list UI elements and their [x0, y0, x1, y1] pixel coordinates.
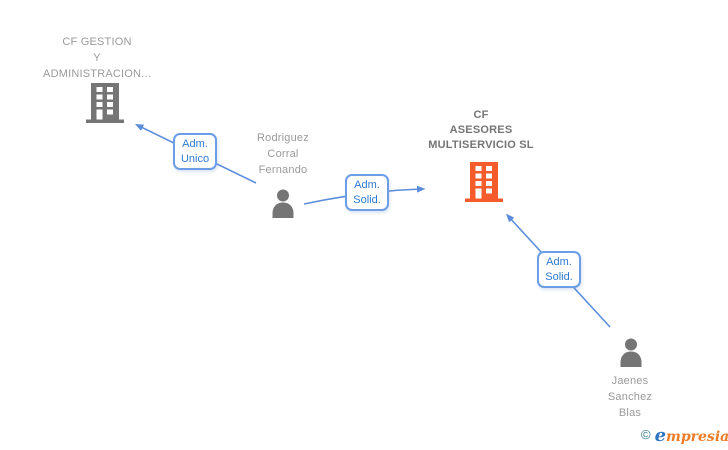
person2-line3: Blas — [618, 407, 642, 419]
edge2-line2: Solid. — [353, 194, 381, 206]
person1-line3: Fernando — [258, 164, 308, 176]
copyright-symbol: © — [641, 427, 651, 442]
logo-letter-e: e — [654, 425, 667, 446]
node-label-person2[interactable]: Jaenes Sanchez Blas — [560, 373, 700, 421]
node-label-company2[interactable]: CF ASESORES MULTISERVICIO SL — [401, 108, 561, 153]
company1-line3: ADMINISTRACION... — [43, 68, 151, 80]
person-icon[interactable] — [616, 337, 646, 367]
company1-line2: Y — [93, 52, 101, 64]
edge1-line2: Unico — [180, 153, 210, 165]
node-label-company1[interactable]: CF GESTION Y ADMINISTRACION... — [27, 34, 167, 82]
company1-line1: CF GESTION — [62, 36, 132, 48]
building-icon[interactable] — [86, 83, 124, 123]
person-icon[interactable] — [268, 188, 298, 218]
empresia-logo[interactable]: ©empresia — [641, 425, 728, 447]
person1-line2: Corral — [267, 148, 299, 160]
edge-label-adm-solid-1: Adm. Solid. — [345, 174, 389, 211]
company2-line1: CF — [473, 109, 489, 121]
edge3-line1: Adm. — [546, 256, 572, 268]
person2-line1: Jaenes — [611, 375, 649, 387]
person2-line2: Sanchez — [607, 391, 653, 403]
building-icon[interactable] — [465, 162, 503, 202]
edge2-line1: Adm. — [354, 179, 380, 191]
person1-line1: Rodriguez — [257, 132, 309, 144]
edge-label-adm-unico: Adm. Unico — [173, 133, 217, 170]
edge1-line1: Adm. — [182, 138, 208, 150]
node-label-person1[interactable]: Rodriguez Corral Fernando — [213, 130, 353, 178]
company2-line2: ASESORES — [449, 124, 513, 136]
logo-text: mpresia — [666, 429, 728, 445]
edge-label-adm-solid-2: Adm. Solid. — [537, 251, 581, 288]
company2-line3: MULTISERVICIO SL — [428, 139, 534, 151]
edge3-line2: Solid. — [545, 271, 573, 283]
